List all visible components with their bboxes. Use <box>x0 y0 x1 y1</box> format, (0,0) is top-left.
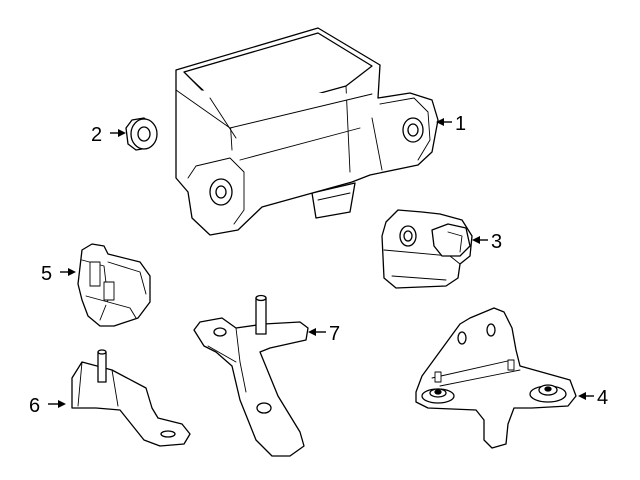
part-3-sensor[interactable] <box>381 209 473 289</box>
callout-4: 4 <box>578 387 608 409</box>
part-2-nut[interactable] <box>125 117 158 151</box>
part-5-sensor[interactable] <box>77 243 151 327</box>
callout-7: 7 <box>308 323 340 345</box>
callout-label-2: 2 <box>91 124 102 146</box>
callout-3: 3 <box>472 231 502 253</box>
callout-1: 1 <box>436 113 466 135</box>
callout-label-3: 3 <box>491 231 502 253</box>
callout-6: 6 <box>29 395 66 417</box>
callout-5: 5 <box>41 263 76 285</box>
part-4-bracket[interactable] <box>415 307 577 449</box>
callout-label-4: 4 <box>597 387 608 409</box>
callout-label-6: 6 <box>29 395 40 417</box>
part-1-sensor-module[interactable] <box>175 27 439 236</box>
part-6-bracket[interactable] <box>71 349 191 447</box>
callout-2: 2 <box>91 124 126 146</box>
part-7-bracket[interactable] <box>193 294 309 457</box>
callout-label-1: 1 <box>455 113 466 135</box>
callout-label-5: 5 <box>41 263 52 285</box>
callout-label-7: 7 <box>329 323 340 345</box>
